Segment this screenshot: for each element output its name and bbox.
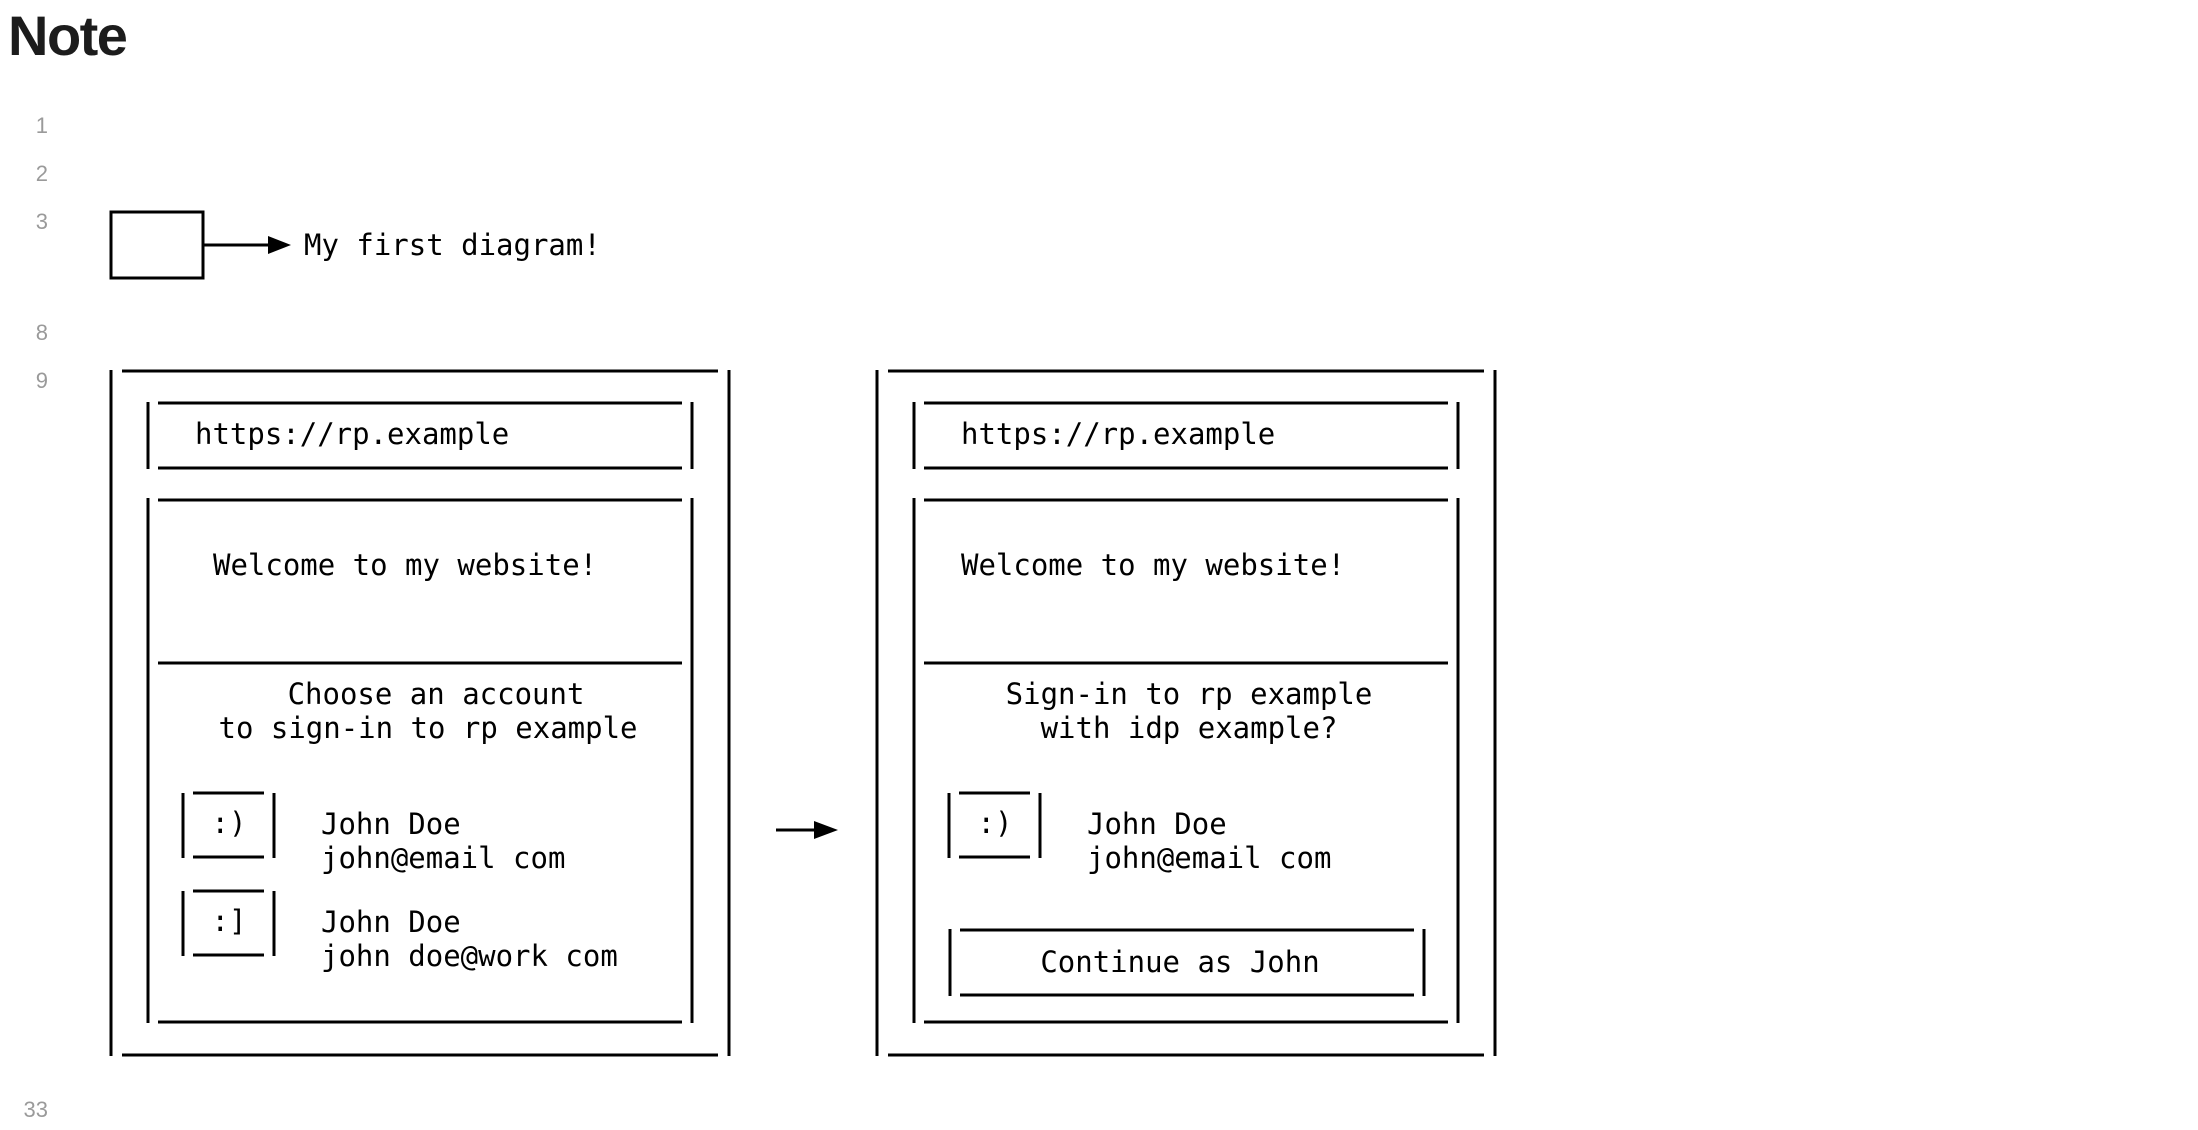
account-name: John Doe (321, 905, 461, 939)
line-number: 1 (35, 113, 48, 138)
line-number: 9 (35, 368, 48, 393)
line-number: 8 (35, 320, 48, 345)
dialog-prompt: Sign-in to rp example (1006, 677, 1373, 711)
dialog-prompt: to sign-in to rp example (218, 711, 637, 745)
account-email: john doe@work com (321, 939, 618, 973)
url-text: https://rp.example (195, 417, 509, 451)
welcome-text: Welcome to my website! (961, 548, 1345, 582)
line-number: 3 (35, 209, 48, 234)
line-number: 33 (23, 1097, 48, 1122)
first-diagram: My first diagram! (109, 210, 601, 280)
account-email: john@email com (1087, 841, 1331, 875)
selected-account: :) John Doe john@email com (947, 791, 1331, 875)
url-text: https://rp.example (961, 417, 1275, 451)
url-bar[interactable]: https://rp.example (146, 401, 694, 470)
avatar-face-icon: :) (212, 806, 247, 840)
flow-arrow (776, 821, 838, 839)
dialog-prompt: with idp example? (1041, 711, 1338, 745)
diagram-arrowhead (268, 236, 291, 254)
flow-arrowhead (814, 821, 838, 839)
line-number: 2 (35, 161, 48, 186)
diagram-caption: My first diagram! (304, 228, 601, 262)
continue-button-label: Continue as John (1040, 945, 1319, 979)
account-email: john@email com (321, 841, 565, 875)
account-name: John Doe (1087, 807, 1227, 841)
account-option[interactable]: :) John Doe john@email com (181, 791, 565, 875)
dialog-prompt: Choose an account (288, 677, 585, 711)
diagram-box (109, 210, 205, 280)
url-bar[interactable]: https://rp.example (912, 401, 1460, 470)
continue-button[interactable]: Continue as John (948, 928, 1426, 997)
account-option[interactable]: :] John Doe john doe@work com (181, 889, 618, 973)
account-name: John Doe (321, 807, 461, 841)
avatar-face-icon: :] (212, 904, 247, 938)
avatar-face-icon: :) (978, 806, 1013, 840)
confirm-sign-in-panel: https://rp.example Welcome to my website… (875, 369, 1497, 1057)
account-chooser-panel: https://rp.example Welcome to my website… (109, 369, 731, 1057)
welcome-text: Welcome to my website! (213, 548, 597, 582)
page-title: Note (8, 4, 128, 67)
